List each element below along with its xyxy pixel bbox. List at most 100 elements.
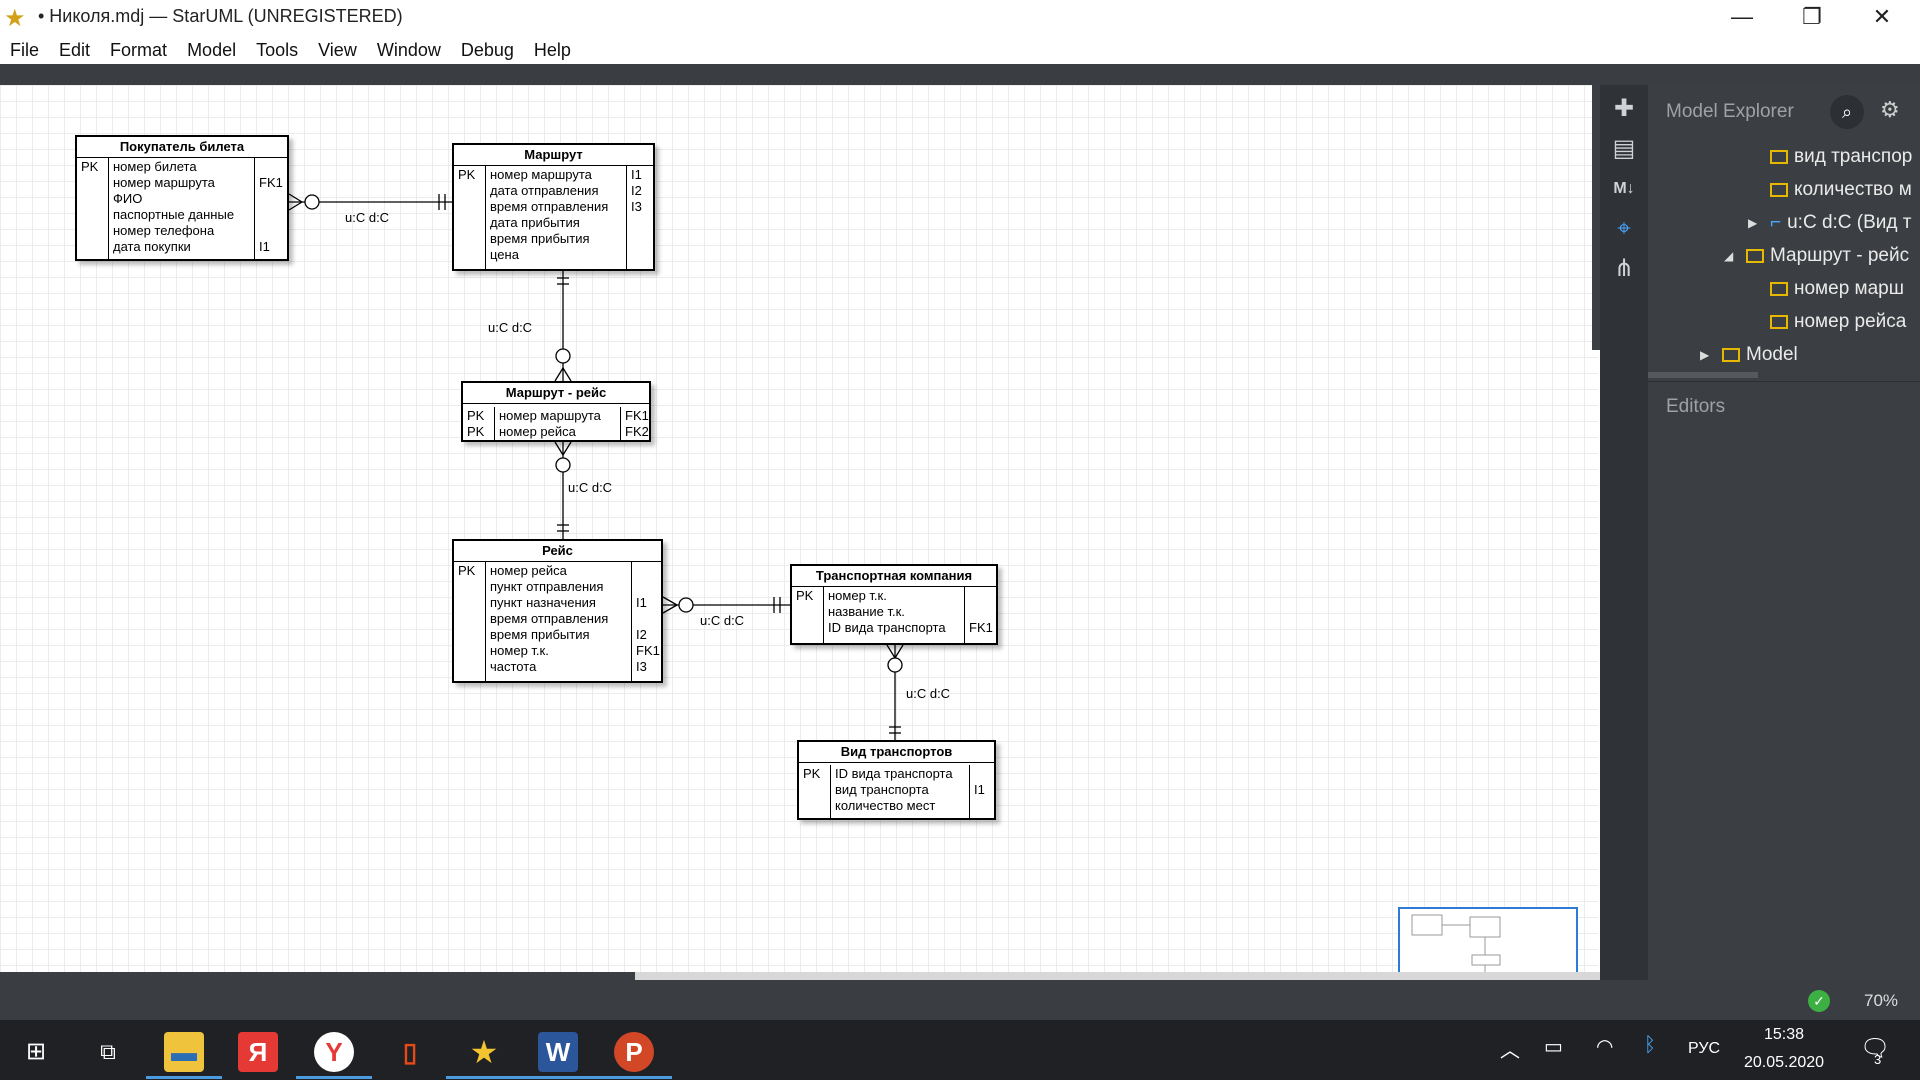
menu-tools[interactable]: Tools bbox=[256, 40, 299, 60]
menu-edit[interactable]: Edit bbox=[59, 40, 91, 60]
notifications-icon[interactable]: 🗨 bbox=[1860, 1035, 1891, 1062]
tree-item-column[interactable]: вид транспор bbox=[1770, 146, 1912, 168]
attribute[interactable]: пункт отправления bbox=[490, 579, 604, 594]
key-cell bbox=[974, 798, 999, 814]
menu-format[interactable]: Format bbox=[110, 40, 168, 60]
bluetooth-icon[interactable]: ᛒ bbox=[1644, 1034, 1656, 1056]
menu-file[interactable]: File bbox=[10, 40, 40, 60]
entity-transport-company[interactable]: Транспортная компания PK номер т.к.назва… bbox=[790, 564, 998, 645]
diagram-canvas[interactable]: u:C d:C u:C d:C u:C d:C u:C d:C u:C d:C … bbox=[0, 85, 1598, 975]
tray-chevron-up-icon[interactable]: ︿ bbox=[1500, 1040, 1520, 1062]
attribute[interactable]: пункт назначения bbox=[490, 595, 596, 610]
tree-item-column[interactable]: номер рейса bbox=[1770, 311, 1906, 333]
attribute[interactable]: номер билета bbox=[113, 159, 197, 174]
yandex-icon[interactable]: Я bbox=[238, 1032, 278, 1072]
attribute[interactable]: название т.к. bbox=[828, 604, 905, 619]
clock-time[interactable]: 15:38 bbox=[1764, 1026, 1805, 1043]
layout-panels-icon[interactable]: ▤ bbox=[1612, 135, 1636, 162]
menu-window[interactable]: Window bbox=[376, 40, 441, 60]
share-icon[interactable]: ⋔ bbox=[1613, 255, 1635, 282]
tree-item-entity[interactable]: Маршрут - рейс bbox=[1746, 245, 1909, 267]
attribute[interactable]: время прибытия bbox=[490, 627, 590, 642]
menu-debug[interactable]: Debug bbox=[460, 40, 514, 60]
diagram-minimap[interactable] bbox=[1398, 907, 1578, 975]
task-view-icon[interactable]: ⧉ bbox=[100, 1039, 116, 1064]
key-cell bbox=[636, 563, 666, 579]
relation-label[interactable]: u:C d:C bbox=[488, 320, 533, 335]
tree-item-column[interactable]: количество м bbox=[1770, 179, 1912, 201]
markdown-icon[interactable]: M↓ bbox=[1613, 180, 1635, 197]
attribute[interactable]: время отправления bbox=[490, 611, 609, 626]
extensions-puzzle-icon[interactable]: ✚ bbox=[1613, 95, 1635, 122]
word-icon[interactable]: W bbox=[538, 1032, 578, 1072]
attribute[interactable]: ID вида транспорта bbox=[835, 766, 953, 781]
canvas-vertical-scrollbar[interactable] bbox=[1592, 85, 1600, 350]
attribute[interactable]: паспортные данные bbox=[113, 207, 235, 222]
crosshair-icon[interactable]: ⌖ bbox=[1617, 215, 1631, 242]
menu-view[interactable]: View bbox=[318, 40, 357, 60]
relation-label[interactable]: u:C d:C bbox=[906, 686, 951, 701]
relation-label[interactable]: u:C d:C bbox=[568, 480, 613, 495]
attribute[interactable]: время отправления bbox=[490, 199, 609, 214]
column-icon bbox=[1770, 150, 1788, 164]
attribute[interactable]: цена bbox=[490, 247, 519, 262]
relation-label[interactable]: u:C d:C bbox=[345, 210, 390, 225]
tree-item-column[interactable]: номер марш bbox=[1770, 278, 1904, 300]
attribute[interactable]: номер рейса bbox=[499, 424, 576, 439]
windows-start-icon[interactable]: ⊞ bbox=[25, 1038, 47, 1065]
relationship-lines bbox=[288, 193, 904, 740]
attribute[interactable]: номер т.к. bbox=[828, 588, 887, 603]
office-icon[interactable]: ▯ bbox=[402, 1037, 418, 1067]
explorer-scrollbar[interactable] bbox=[1648, 372, 1758, 378]
yandex-browser-icon[interactable]: Y bbox=[314, 1032, 354, 1072]
attribute[interactable]: номер маршрута bbox=[490, 167, 592, 182]
tree-item-model[interactable]: Model bbox=[1722, 344, 1798, 366]
side-toolstrip: ✚ ▤ M↓ ⌖ ⋔ bbox=[1600, 85, 1648, 980]
attribute[interactable]: вид транспорта bbox=[835, 782, 929, 797]
battery-icon[interactable]: ▭ bbox=[1544, 1036, 1563, 1058]
attribute[interactable]: время прибытия bbox=[490, 231, 590, 246]
attribute[interactable]: номер маршрута bbox=[499, 408, 601, 423]
file-explorer-icon[interactable]: ▬ bbox=[164, 1032, 204, 1072]
attribute[interactable]: дата прибытия bbox=[490, 215, 580, 230]
key-cell bbox=[259, 191, 292, 207]
tree-item-label: Model bbox=[1746, 344, 1798, 365]
staruml-icon[interactable]: ★ bbox=[469, 1034, 499, 1070]
minimize-button[interactable]: — bbox=[1731, 4, 1753, 29]
canvas-horizontal-scrollbar[interactable] bbox=[0, 972, 635, 980]
clock-date[interactable]: 20.05.2020 bbox=[1744, 1054, 1825, 1071]
attribute[interactable]: номер рейса bbox=[490, 563, 567, 578]
menu-model[interactable]: Model bbox=[187, 40, 237, 60]
language-indicator[interactable]: РУС bbox=[1688, 1040, 1721, 1057]
menu-help[interactable]: Help bbox=[533, 40, 571, 60]
attribute[interactable]: номер маршрута bbox=[113, 175, 215, 190]
restore-button[interactable]: ❐ bbox=[1802, 4, 1822, 29]
tree-item-label: номер марш bbox=[1794, 278, 1904, 299]
attribute[interactable]: номер телефона bbox=[113, 223, 215, 238]
gear-icon[interactable]: ⚙ bbox=[1880, 97, 1900, 122]
wifi-icon[interactable]: ◠ bbox=[1596, 1036, 1614, 1058]
attribute[interactable]: номер т.к. bbox=[490, 643, 549, 658]
attribute[interactable]: ФИО bbox=[113, 191, 143, 206]
powerpoint-icon[interactable]: P bbox=[614, 1032, 654, 1072]
zoom-level[interactable]: 70% bbox=[1864, 991, 1899, 1010]
attribute[interactable]: дата покупки bbox=[113, 239, 191, 254]
relation-label[interactable]: u:C d:C bbox=[700, 613, 745, 628]
collapse-arrow-icon[interactable]: ◢ bbox=[1724, 249, 1734, 263]
attribute[interactable]: ID вида транспорта bbox=[828, 620, 946, 635]
pk-cell bbox=[458, 595, 485, 611]
expand-arrow-icon[interactable]: ▶ bbox=[1700, 348, 1710, 362]
search-icon[interactable]: ⌕ bbox=[1830, 95, 1864, 129]
attribute[interactable]: дата отправления bbox=[490, 183, 599, 198]
attribute[interactable]: количество мест bbox=[835, 798, 936, 813]
expand-arrow-icon[interactable]: ▶ bbox=[1748, 216, 1758, 230]
close-button[interactable]: ✕ bbox=[1872, 4, 1892, 29]
validation-ok-icon[interactable]: ✓ bbox=[1808, 990, 1830, 1012]
attribute[interactable]: частота bbox=[490, 659, 537, 674]
tree-item-relationship[interactable]: ⌐u:C d:C (Вид т bbox=[1770, 212, 1911, 234]
